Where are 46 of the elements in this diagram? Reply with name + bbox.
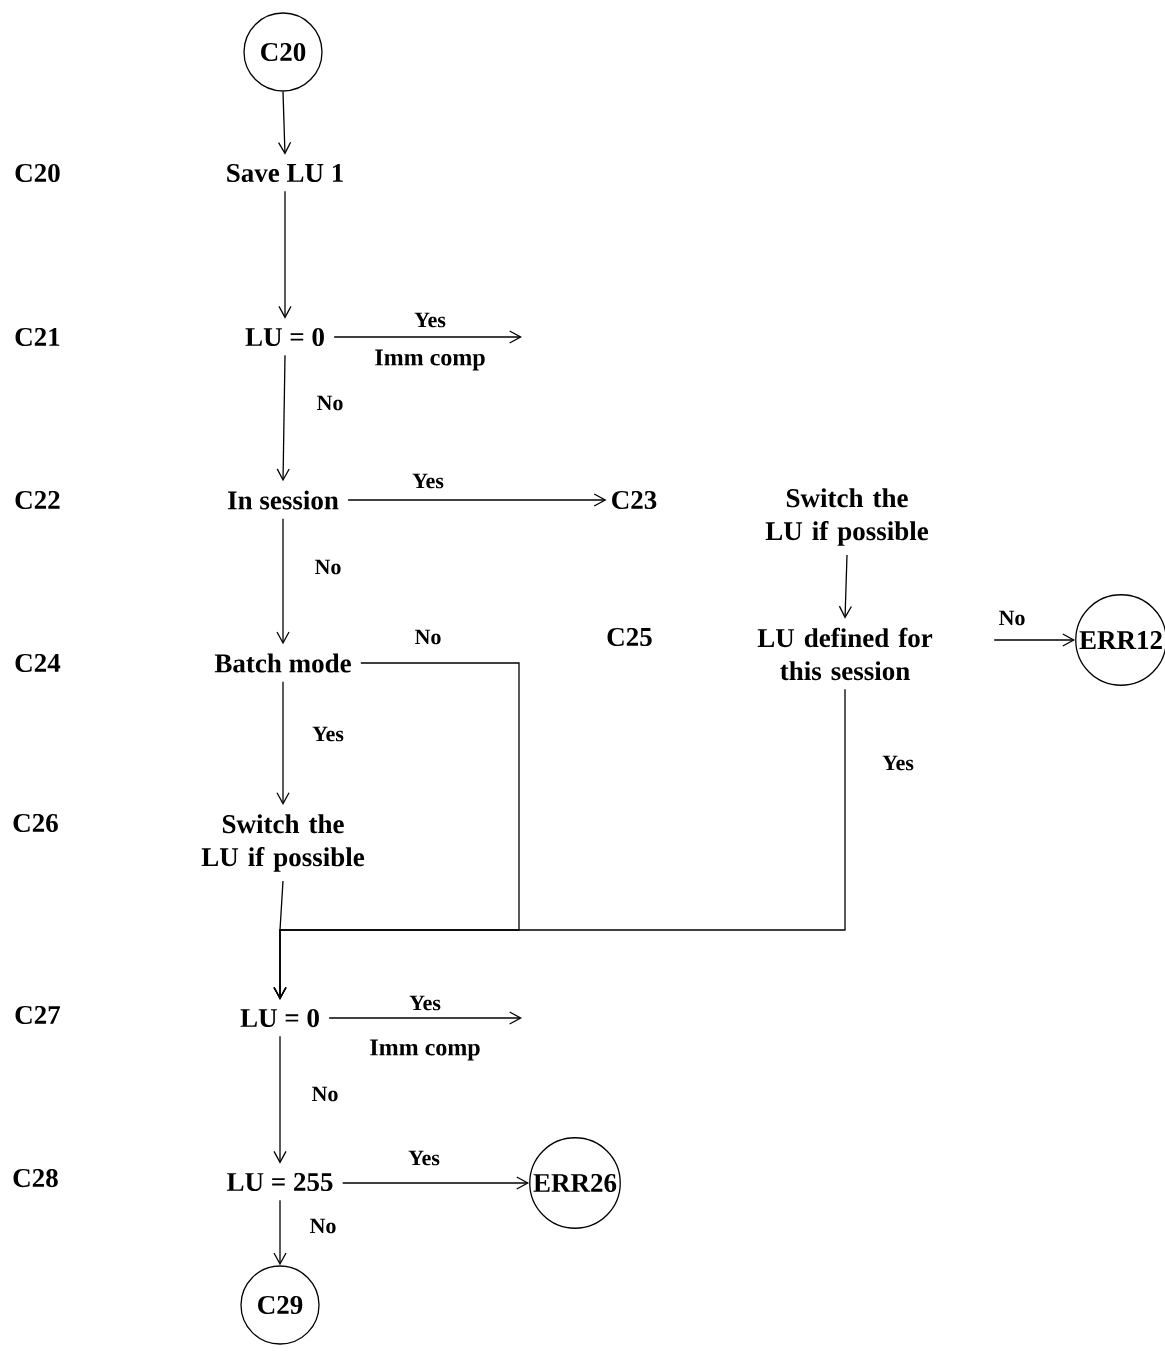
- arrow: [276, 681, 290, 806]
- arrow: [276, 354, 290, 482]
- arrow: [328, 1011, 522, 1025]
- step-number: C27: [15, 1005, 61, 1025]
- arrow: [347, 493, 607, 507]
- arrow: [342, 1176, 530, 1190]
- arrow-note: Imm comp: [370, 1039, 480, 1061]
- step-text: LU = 0: [245, 327, 324, 347]
- step-number: C20: [15, 163, 60, 183]
- arrow: [273, 880, 287, 1000]
- edge-label: No: [312, 1086, 338, 1102]
- arrow: [838, 554, 853, 619]
- arrow: [333, 330, 522, 344]
- arrow: [273, 1035, 287, 1164]
- step-text: LU defined for this session: [757, 627, 933, 681]
- edge-label: No: [415, 629, 441, 645]
- step-text: LU = 0: [240, 1008, 319, 1028]
- edge-label: Yes: [312, 726, 344, 742]
- edge-label: Yes: [414, 312, 446, 328]
- arrow: [276, 518, 290, 645]
- edge-label: Yes: [882, 755, 914, 771]
- edge-label: Yes: [412, 473, 444, 489]
- edge-label: No: [315, 559, 341, 575]
- arrow: [993, 633, 1076, 647]
- edge-label: Yes: [408, 1150, 440, 1166]
- step-number: C26: [13, 813, 58, 833]
- step-number: C28: [13, 1168, 58, 1188]
- arrow: [278, 190, 292, 319]
- edge-label: Yes: [409, 995, 441, 1011]
- edge-label: No: [999, 610, 1025, 626]
- step-number: C21: [15, 327, 60, 347]
- arrow: [273, 1199, 287, 1266]
- step-number: C22: [15, 490, 60, 510]
- step-text: Save LU 1: [227, 163, 343, 183]
- step-text: Switch the LU if possible: [201, 814, 365, 872]
- step-number: C24: [15, 653, 61, 673]
- step-number: C25: [607, 627, 652, 647]
- edge-label: No: [310, 1218, 336, 1234]
- edge-label: No: [317, 395, 343, 411]
- arrow-note: Imm comp: [375, 349, 485, 371]
- step-text: LU = 255: [227, 1172, 333, 1192]
- step-text: Batch mode: [214, 653, 351, 673]
- arrow: [277, 91, 292, 155]
- step-text: In session: [228, 490, 339, 510]
- step-text: Switch the LU if possible: [765, 488, 929, 546]
- step-number: C23: [612, 490, 657, 510]
